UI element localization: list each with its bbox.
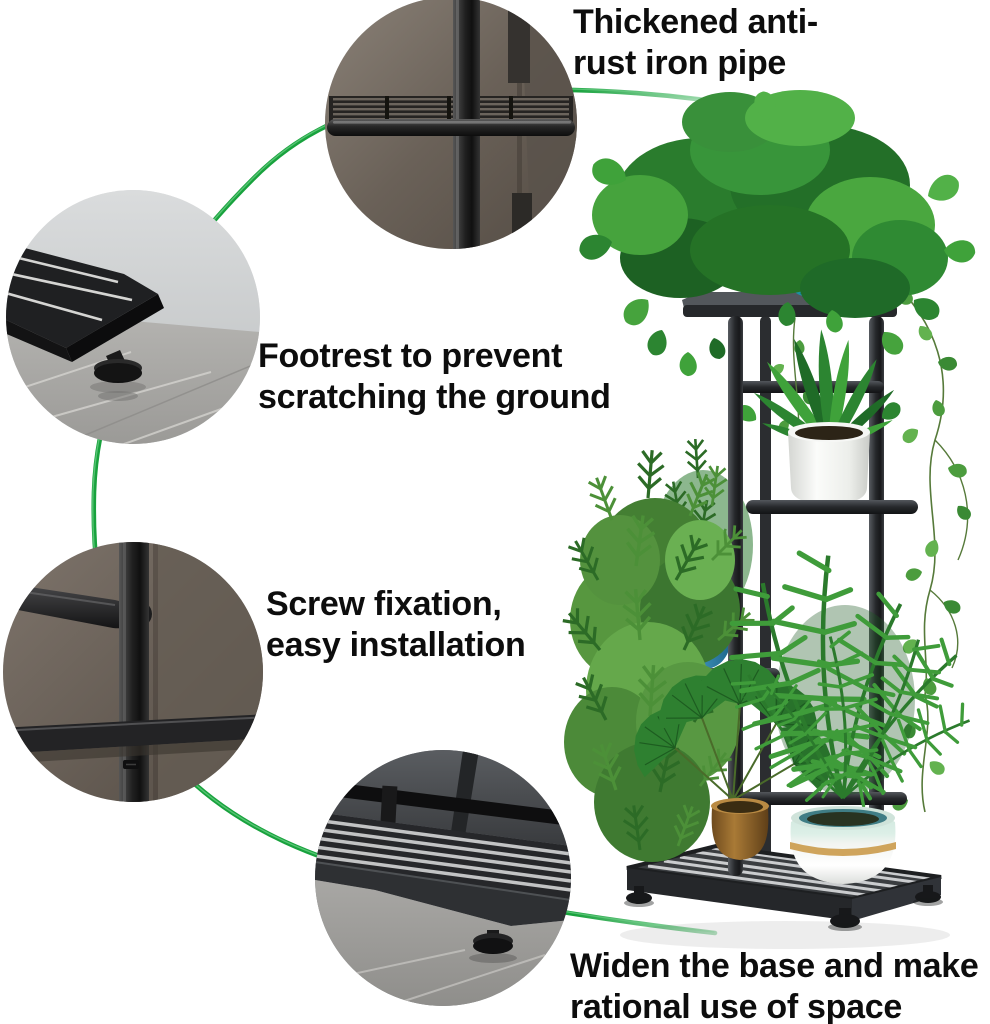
label-base-line1: Widen the base and make bbox=[570, 947, 979, 985]
base-corner bbox=[6, 243, 164, 362]
tier2-white-pot bbox=[788, 422, 870, 504]
adjustable-foot bbox=[469, 930, 517, 963]
label-pipe-line1: Thickened anti- bbox=[573, 3, 818, 41]
label-footrest-line1: Footrest to prevent bbox=[258, 337, 563, 375]
base-closeup-illustration bbox=[315, 750, 571, 1006]
label-base: Widen the base and make rational use of … bbox=[570, 946, 979, 1024]
lower-bar bbox=[3, 714, 263, 754]
areca-palm bbox=[725, 547, 990, 825]
tier2-shelf bbox=[746, 500, 918, 514]
label-base-line2: rational use of space bbox=[570, 988, 902, 1024]
screw bbox=[123, 760, 139, 769]
footrest-closeup-illustration bbox=[6, 190, 260, 444]
mint-white-pot bbox=[790, 806, 896, 884]
shelf-grid bbox=[329, 96, 573, 122]
pipe-closeup-illustration bbox=[325, 0, 577, 249]
label-screw-line1: Screw fixation, bbox=[266, 585, 502, 623]
adjustable-foot bbox=[90, 350, 146, 401]
screw-closeup-illustration bbox=[3, 542, 263, 802]
callout-footrest-photo bbox=[6, 190, 260, 444]
label-screw-line2: easy installation bbox=[266, 626, 526, 664]
label-footrest-line2: scratching the ground bbox=[258, 378, 611, 416]
callout-pipe-photo bbox=[325, 0, 577, 249]
label-pipe: Thickened anti- rust iron pipe bbox=[573, 2, 818, 84]
callout-screw-photo bbox=[3, 542, 263, 802]
label-pipe-line2: rust iron pipe bbox=[573, 44, 787, 82]
top-foliage bbox=[577, 90, 977, 377]
base-front-face bbox=[315, 862, 571, 926]
base-slats bbox=[315, 812, 571, 900]
label-footrest: Footrest to prevent scratching the groun… bbox=[258, 336, 611, 418]
callout-base-photo bbox=[315, 750, 571, 1006]
label-screw: Screw fixation, easy installation bbox=[266, 584, 526, 666]
base-platform bbox=[620, 843, 950, 949]
vertical-pipe bbox=[119, 542, 149, 802]
adjustable-feet bbox=[624, 885, 943, 931]
fan-palm bbox=[616, 656, 847, 801]
brown-pot bbox=[711, 798, 769, 860]
